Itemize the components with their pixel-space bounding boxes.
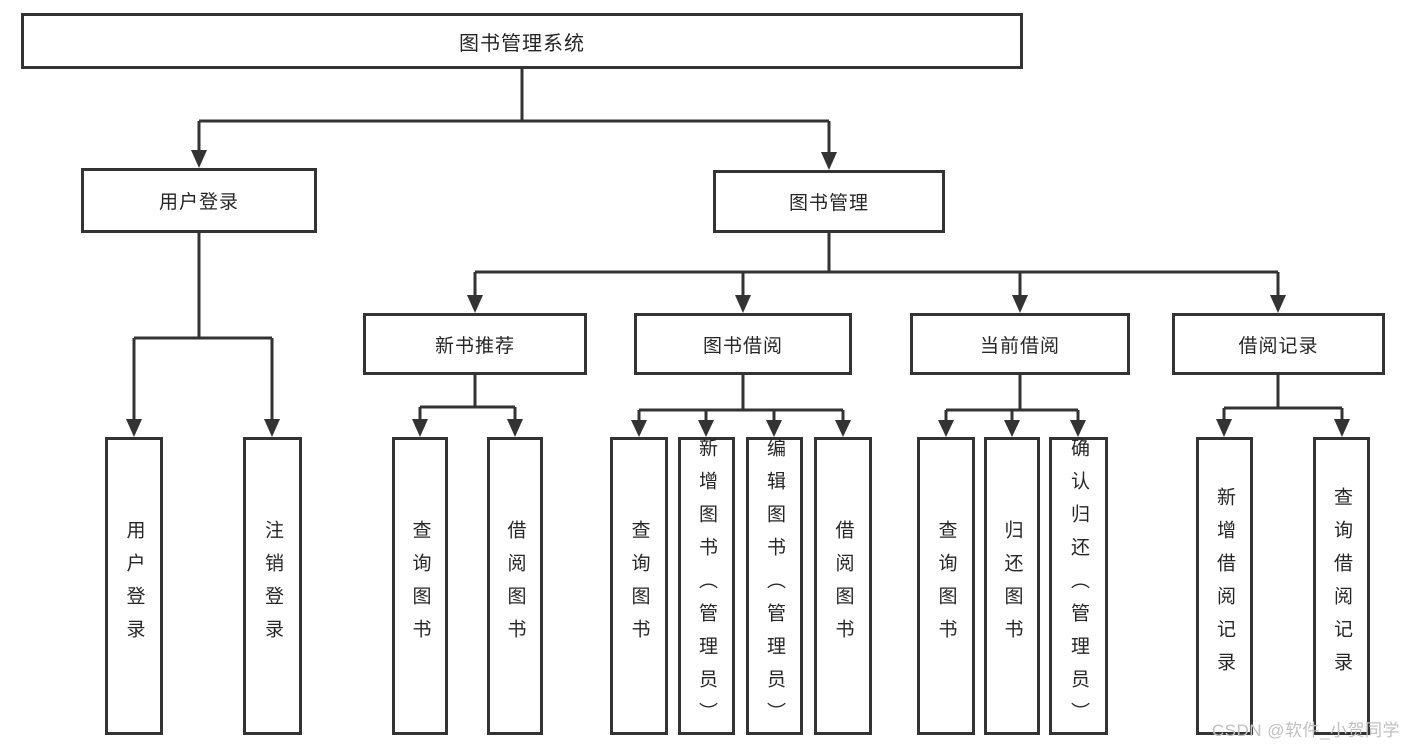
leaf-query-books-2: 查询图书 — [610, 437, 668, 735]
node-book-borrow: 图书借阅 — [634, 313, 852, 375]
leaf-borrow-books-2: 借阅图书 — [814, 437, 872, 735]
leaf-return-book: 归还图书 — [984, 437, 1040, 735]
leaf-borrow-books-1: 借阅图书 — [487, 437, 543, 735]
node-root-library-system: 图书管理系统 — [21, 13, 1023, 69]
node-current-borrow: 当前借阅 — [910, 313, 1130, 375]
node-book-management-label: 图书管理 — [788, 193, 869, 214]
node-book-borrow-label: 图书借阅 — [702, 335, 783, 357]
leaf-query-books-3-label: 查询图书 — [935, 520, 957, 652]
node-root-label: 图书管理系统 — [459, 32, 585, 55]
node-borrow-records: 借阅记录 — [1172, 313, 1385, 375]
leaf-query-books-1: 查询图书 — [392, 437, 448, 735]
leaf-query-books-2-label: 查询图书 — [628, 520, 650, 652]
leaf-borrow-books-1-label: 借阅图书 — [504, 520, 526, 652]
node-current-borrow-label: 当前借阅 — [979, 335, 1060, 357]
leaf-add-book-admin: 新增图书（管理员） — [678, 437, 735, 735]
leaf-query-books-3: 查询图书 — [917, 437, 975, 735]
leaf-return-book-label: 归还图书 — [1001, 520, 1023, 652]
leaf-query-borrow-record-label: 查询借阅记录 — [1331, 487, 1352, 685]
leaf-user-login-label: 用户登录 — [123, 520, 145, 652]
leaf-add-borrow-record-label: 新增借阅记录 — [1214, 487, 1235, 685]
leaf-edit-book-admin-label: 编辑图书（管理员） — [764, 437, 785, 735]
node-new-book-recommend-label: 新书推荐 — [434, 335, 515, 357]
leaf-borrow-books-2-label: 借阅图书 — [832, 520, 854, 652]
leaf-confirm-return-admin-label: 确认归还（管理员） — [1068, 437, 1089, 735]
leaf-logout-label: 注销登录 — [262, 520, 283, 652]
leaf-user-login: 用户登录 — [105, 437, 163, 735]
node-user-login: 用户登录 — [81, 168, 317, 233]
leaf-logout: 注销登录 — [243, 437, 302, 735]
leaf-add-borrow-record: 新增借阅记录 — [1196, 437, 1253, 735]
node-new-book-recommend: 新书推荐 — [363, 313, 587, 375]
node-user-login-label: 用户登录 — [158, 192, 239, 213]
node-borrow-records-label: 借阅记录 — [1238, 335, 1319, 357]
leaf-query-borrow-record: 查询借阅记录 — [1313, 437, 1370, 735]
leaf-query-books-1-label: 查询图书 — [409, 520, 431, 652]
leaf-confirm-return-admin: 确认归还（管理员） — [1049, 437, 1108, 735]
node-book-management: 图书管理 — [713, 170, 945, 233]
leaf-add-book-admin-label: 新增图书（管理员） — [696, 437, 717, 735]
leaf-edit-book-admin: 编辑图书（管理员） — [746, 437, 803, 735]
csdn-watermark: CSDN @软件_小贺同学 — [1211, 721, 1400, 740]
